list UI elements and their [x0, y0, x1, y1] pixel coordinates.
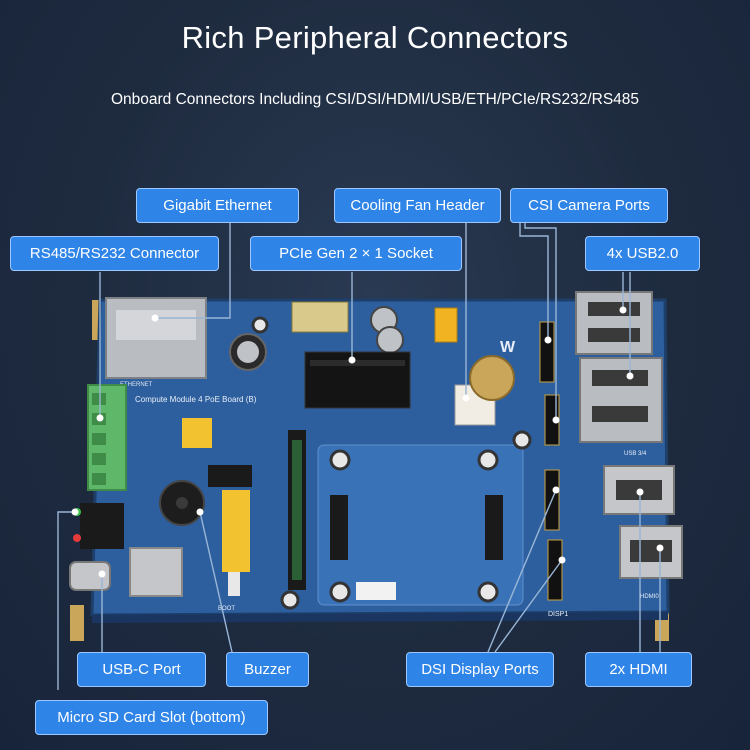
standoff [70, 605, 84, 641]
dc-jack [80, 503, 124, 549]
buzzer-hole [176, 497, 188, 509]
leader-dsi-2 [494, 559, 563, 653]
leader-dot [151, 314, 159, 322]
label-rs485-rs232-connector: RS485/RS232 Connector [10, 236, 219, 271]
board-name-silkscreen: Compute Module 4 PoE Board (B) [135, 395, 257, 404]
mount-hole [477, 449, 499, 471]
ic-chip [208, 465, 252, 487]
page-subtitle: Onboard Connectors Including CSI/DSI/HDM… [110, 91, 640, 108]
leader-dot [552, 486, 560, 494]
label-usb2: 4x USB2.0 [585, 236, 700, 271]
leader-dot [462, 394, 470, 402]
label-micro-sd-card-slot: Micro SD Card Slot (bottom) [35, 700, 268, 735]
mount-hole [329, 449, 351, 471]
gpio-pins [292, 440, 302, 580]
ethernet-port-opening [116, 310, 196, 340]
terminal-screw [92, 433, 106, 445]
usb-port [592, 406, 648, 422]
boot-header [222, 490, 250, 572]
label-cooling-fan-header: Cooling Fan Header [334, 188, 501, 223]
leader-dot [656, 544, 664, 552]
mount-hole [512, 430, 532, 450]
ethernet-silkscreen: ETHERNET [120, 382, 153, 388]
leader-dot [619, 306, 627, 314]
label-dsi-display-ports: DSI Display Ports [406, 652, 554, 687]
label-buzzer: Buzzer [226, 652, 309, 687]
leader-dsi-1 [487, 489, 557, 653]
poe-jumper [434, 307, 458, 343]
cm4-connector-right [485, 495, 503, 560]
leader-dot [96, 414, 104, 422]
leader-dot [348, 356, 356, 364]
usb-port [588, 328, 640, 342]
disp1-silkscreen: DISP1 [548, 611, 568, 618]
hdmi0-silkscreen: HDMI0 [640, 594, 659, 600]
leader-dot [71, 508, 79, 516]
usb-port [588, 302, 640, 316]
boot-switch [228, 572, 240, 596]
pcie-transformer [291, 301, 349, 333]
usb-stack-upper [575, 291, 653, 355]
led-red [73, 534, 81, 542]
leader-csi-1 [519, 222, 549, 340]
capacitor [376, 326, 404, 354]
capacitor-top [237, 341, 259, 363]
terminal-screw [92, 393, 106, 405]
leader-gigabit-ethernet [155, 222, 231, 319]
leader-dot [636, 488, 644, 496]
jumper-block [182, 418, 212, 448]
rtc-battery-holder [469, 355, 515, 401]
leader-micro-sd [57, 511, 75, 690]
leader-dot [558, 556, 566, 564]
label-pcie-socket: PCIe Gen 2 × 1 Socket [250, 236, 462, 271]
boot-silkscreen: BOOT [218, 606, 235, 612]
usb-c-connector [69, 561, 111, 591]
mount-hole [477, 581, 499, 603]
brand-logo: W [500, 339, 516, 356]
terminal-screw [92, 473, 106, 485]
label-csi-camera-ports: CSI Camera Ports [510, 188, 668, 223]
leader-dot [544, 336, 552, 344]
mount-hole [280, 590, 300, 610]
mount-hole [251, 316, 269, 334]
leader-csi-2 [524, 222, 557, 420]
usb34-silkscreen: USB 3/4 [624, 451, 647, 457]
usb-port [592, 370, 648, 386]
leader-dot [196, 508, 204, 516]
cm4-label-pad [356, 582, 396, 600]
cm4-connector-left [330, 495, 348, 560]
label-gigabit-ethernet: Gigabit Ethernet [136, 188, 299, 223]
hdmi-opening [630, 540, 672, 562]
sd-card-slot [129, 547, 183, 597]
leader-dot [552, 416, 560, 424]
leader-buzzer [199, 511, 233, 653]
terminal-screw [92, 453, 106, 465]
pcie-slot [310, 360, 405, 366]
label-hdmi: 2x HDMI [585, 652, 692, 687]
cm4-socket-area [317, 444, 524, 606]
page-title: Rich Peripheral Connectors [181, 20, 569, 55]
leader-dot [98, 570, 106, 578]
csi-connector [539, 321, 555, 383]
label-usb-c-port: USB-C Port [77, 652, 206, 687]
pcb-edge [92, 612, 668, 623]
leader-dot [626, 372, 634, 380]
mount-hole [329, 581, 351, 603]
